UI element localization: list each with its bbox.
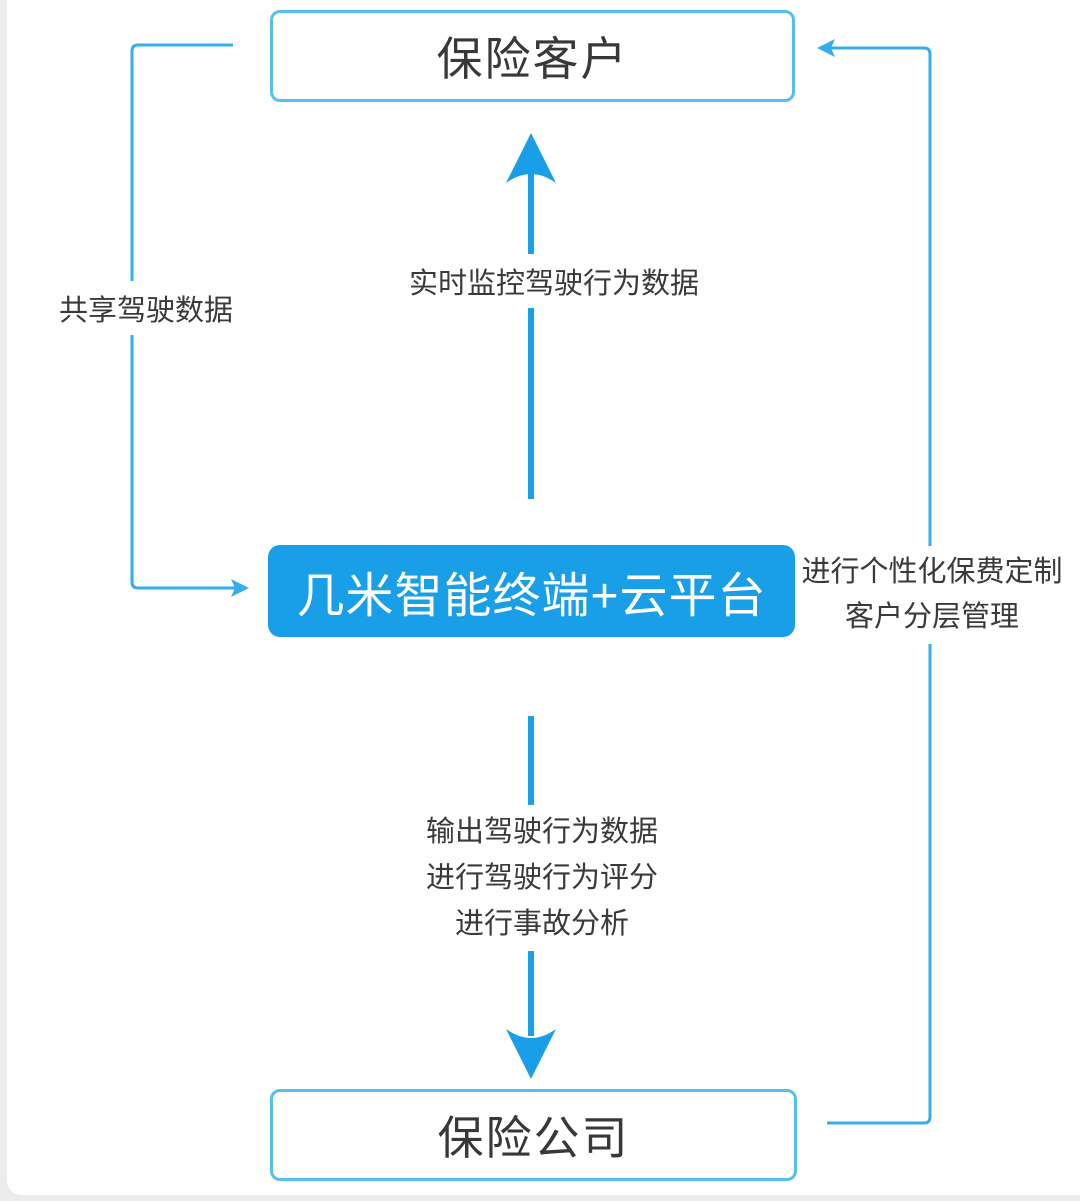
edge-label-premium-line-2: 客户分层管理	[844, 601, 1020, 633]
node-insurance-customer: 保险客户	[270, 10, 795, 102]
edge-label-share-driving-data: 共享驾驶数据	[48, 281, 244, 335]
edge-label-output-line-2: 进行驾驶行为评分	[425, 862, 659, 894]
node-insurance-customer-label: 保险客户	[436, 33, 629, 85]
edge-label-personalized-premium: 进行个性化保费定制 客户分层管理	[795, 546, 1069, 644]
node-insurance-company: 保险公司	[270, 1089, 797, 1181]
share-arrowhead-icon	[231, 579, 249, 597]
node-smart-terminal-cloud-platform: 几米智能终端+云平台	[268, 545, 795, 637]
edge-label-output-driving-data: 输出驾驶行为数据 进行驾驶行为评分 进行事故分析	[411, 805, 673, 951]
edge-label-premium-line-1: 进行个性化保费定制	[801, 556, 1063, 588]
node-smart-terminal-cloud-platform-label: 几米智能终端+云平台	[296, 570, 767, 623]
edge-label-realtime-monitoring: 实时监控驾驶行为数据	[398, 254, 710, 308]
diagram-canvas: 保险客户 几米智能终端+云平台 保险公司 实时监控驾驶行为数据 共享驾驶数据 输…	[7, 0, 1080, 1195]
output-arrowhead-icon	[506, 1029, 556, 1079]
monitor-arrowhead-icon	[506, 133, 556, 183]
edge-label-output-line-1: 输出驾驶行为数据	[425, 816, 659, 848]
node-insurance-company-label: 保险公司	[437, 1112, 630, 1164]
edge-label-output-line-3: 进行事故分析	[454, 908, 630, 940]
premium-arrowhead-icon	[817, 39, 835, 57]
